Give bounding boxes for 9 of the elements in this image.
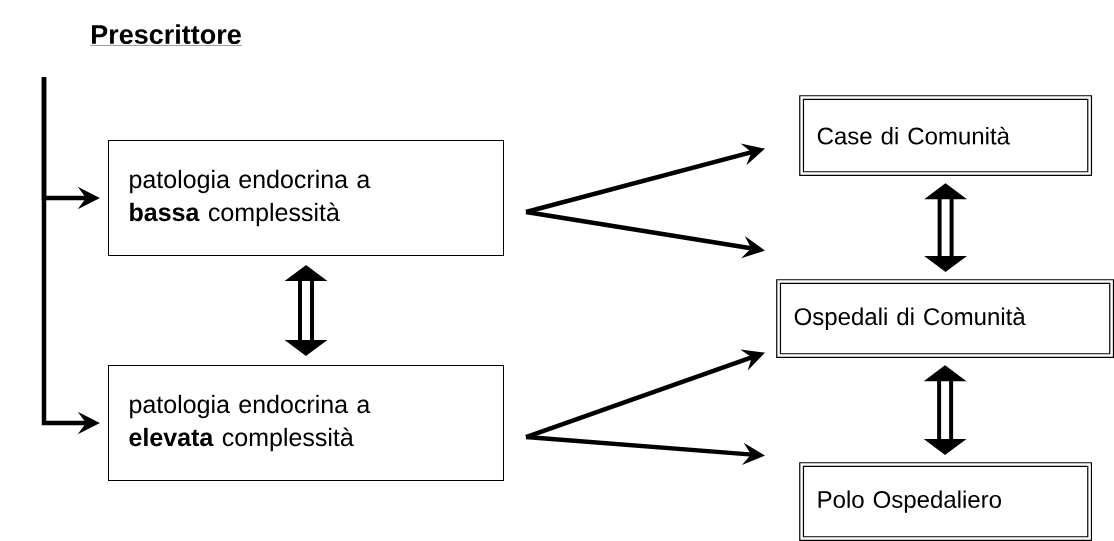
destination-box: Polo Ospedaliero [799, 462, 1093, 541]
process-box: patologia endocrina a bassa complessità [108, 140, 504, 256]
double-arrow [924, 183, 967, 272]
destination-box: Case di Comunità [799, 95, 1093, 177]
process-box: patologia endocrina a elevata complessità [108, 365, 504, 481]
destination-box: Ospedali di Comunità [776, 279, 1114, 359]
heading: Prescrittore [90, 24, 242, 46]
double-arrow [923, 365, 967, 455]
double-arrow [284, 265, 328, 356]
